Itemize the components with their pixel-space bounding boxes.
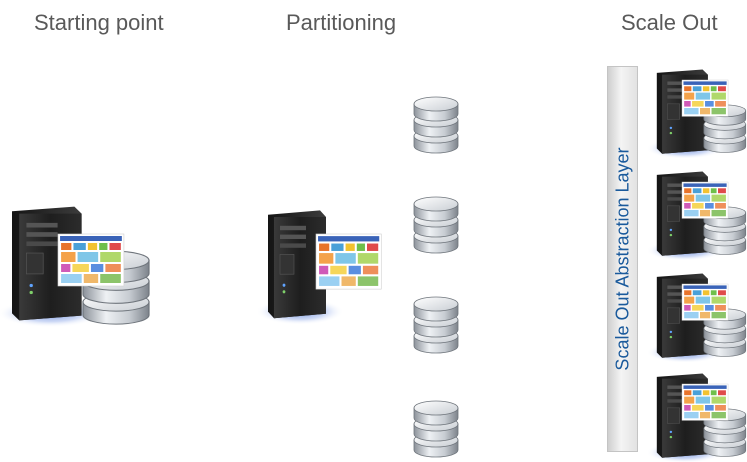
database-stack-icon bbox=[413, 196, 459, 254]
application-screenshot-icon bbox=[681, 181, 729, 219]
server-tower-icon bbox=[0, 206, 150, 328]
heading-scale-out: Scale Out bbox=[621, 10, 718, 35]
application-screenshot-icon bbox=[681, 79, 729, 117]
abstraction-layer-label: Scale Out Abstraction Layer bbox=[612, 147, 632, 371]
heading-partitioning: Partitioning bbox=[286, 10, 397, 35]
heading-starting-point: Starting point bbox=[34, 10, 164, 35]
server-tower-icon bbox=[648, 373, 747, 462]
database-stack-icon bbox=[413, 400, 459, 458]
application-screenshot-icon bbox=[681, 383, 729, 421]
scale-out-abstraction-layer: Scale Out Abstraction Layer bbox=[607, 66, 638, 452]
application-screenshot-icon bbox=[57, 233, 125, 287]
server-tower-icon bbox=[648, 273, 747, 362]
database-stack-icon bbox=[413, 96, 459, 154]
server-tower-icon bbox=[258, 209, 382, 326]
application-screenshot-icon bbox=[315, 233, 382, 290]
server-tower-icon bbox=[648, 171, 747, 260]
database-stack-icon bbox=[413, 296, 459, 354]
application-screenshot-icon bbox=[681, 283, 729, 321]
server-tower-icon bbox=[648, 69, 747, 158]
